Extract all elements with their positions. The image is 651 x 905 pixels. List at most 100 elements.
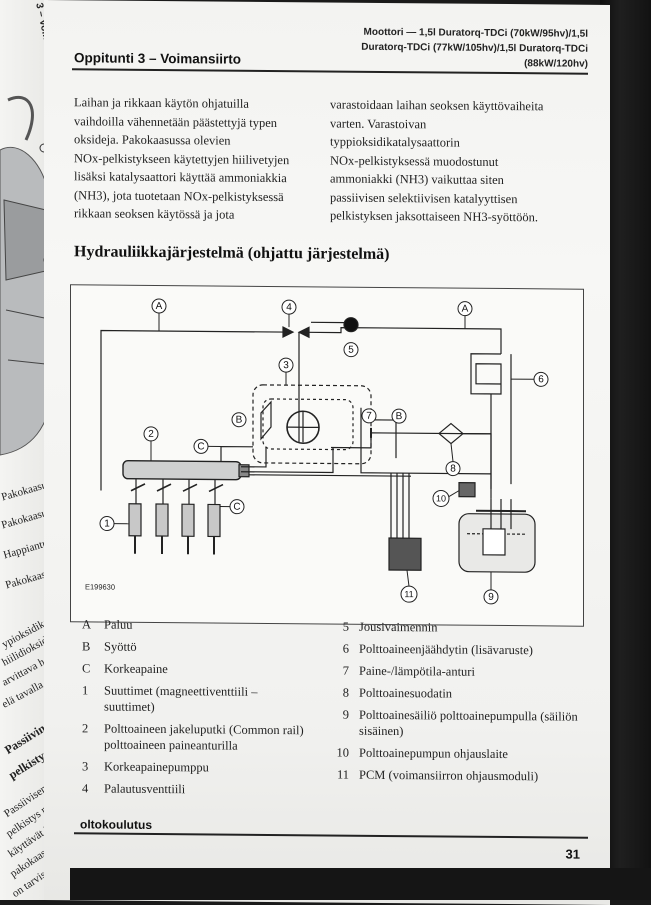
svg-text:B: B (236, 415, 243, 426)
legend-key: 11 (327, 766, 349, 782)
svg-text:A: A (462, 304, 469, 315)
injector (182, 504, 194, 536)
legend-key: B (82, 638, 104, 654)
body-line: varten. Varastoivan (330, 114, 575, 135)
svg-text:9: 9 (488, 592, 494, 603)
legend-text: Palautusventtiili (104, 781, 185, 798)
legend-text: Polttoainesuodatin (359, 685, 452, 702)
legend-text: Polttoainepumpun ohjauslaite (359, 745, 508, 762)
book-page: Moottori — 1,5l Duratorq-TDCi (70kW/95hv… (44, 0, 610, 905)
legend-text: Korkeapainepumppu (104, 759, 209, 776)
legend-text: Polttoainesäiliö polttoainepumpulla (säi… (359, 707, 587, 741)
legend-key: 10 (327, 744, 349, 760)
return-valve (283, 327, 309, 337)
body-line: NOx-pelkistyksessä muodostunut (330, 151, 575, 172)
legend-text: Polttoaineen jakeluputki (Common rail) p… (104, 721, 307, 755)
callout-A-left: A (152, 299, 166, 331)
legend-text: Suuttimet (magneettiventtiili – suuttime… (104, 683, 307, 717)
legend-key: 5 (327, 618, 349, 634)
body-line: typpioksidikatalysaattorin (330, 132, 575, 153)
legend-key: A (82, 616, 104, 632)
callout-C-bottom: C (220, 500, 244, 514)
engine-header: Moottori — 1,5l Duratorq-TDCi (70kW/95hv… (328, 24, 588, 71)
body-line: lisäksi katalysaattori käyttää ammoniakk… (74, 167, 319, 188)
svg-text:B: B (396, 411, 403, 422)
body-line: Laihan ja rikkaan käytön ohjatuilla (74, 93, 319, 114)
svg-text:2: 2 (148, 429, 154, 440)
callout-B-pump: B (232, 413, 246, 427)
page-number: 31 (566, 847, 580, 862)
injector (208, 504, 220, 536)
footer-title: oltokoulutus (80, 817, 152, 832)
body-line: ammoniakki (NH3) vaikuttaa siten (330, 169, 575, 190)
callout-C-top: C (194, 439, 221, 453)
tank-pump (483, 529, 505, 555)
svg-text:A: A (156, 301, 163, 312)
body-line: (NH3), jota tuotetaan NOx-pelkistyksessä (74, 186, 319, 207)
legend-item: 9 Polttoainesäiliö polttoainepumpulla (sä… (327, 706, 587, 740)
svg-text:11: 11 (404, 589, 413, 599)
callout-B-supply: B (392, 409, 406, 423)
injector (129, 504, 141, 536)
legend-key: 7 (327, 662, 349, 678)
svg-text:3: 3 (283, 360, 289, 371)
callout-1: 1 (100, 516, 129, 530)
legend-text: Paine-/lämpötila-anturi (359, 663, 475, 680)
legend-key: 9 (327, 706, 349, 738)
callout-7: 7 (362, 409, 376, 423)
cooler-coil (471, 354, 501, 394)
legend-text: PCM (voimansiirron ohjausmoduli) (359, 767, 538, 785)
body-line: vaihdoilla vähennetään päästettyjä typen (74, 112, 319, 133)
callout-5: 5 (344, 343, 358, 357)
legend-text: Jousivaimennin (359, 619, 437, 636)
body-column-left: Laihan ja rikkaan käytön ohjatuilla vaih… (74, 93, 319, 225)
engine-header-line: (88kW/120hv) (328, 54, 588, 71)
legend-key: 8 (327, 684, 349, 700)
callout-2: 2 (144, 427, 158, 461)
common-rail (123, 461, 241, 480)
body-line: NOx-pelkistykseen käytettyjen hiilivetyj… (74, 149, 319, 170)
background-dark-bottom (70, 868, 651, 900)
body-line: oksideja. Pakokaasussa olevien (74, 130, 319, 151)
pump-control-unit (459, 483, 475, 497)
section-title: Hydrauliikkajärjestelmä (ohjattu järjest… (74, 243, 390, 264)
legend-item: 8 Polttoainesuodatin (327, 684, 587, 702)
legend-key: C (82, 660, 104, 676)
callout-11: 11 (401, 570, 417, 602)
legend-key: 4 (82, 780, 104, 796)
callout-9: 9 (484, 572, 498, 604)
legend-key: 2 (82, 720, 104, 752)
diagram-svg: A 4 A 5 6 3 B 7 B 8 2 C C 1 10 11 9 E199… (71, 285, 583, 625)
svg-text:6: 6 (538, 374, 544, 385)
legend-text: Polttoaineenjäähdytin (lisävaruste) (359, 641, 533, 659)
callout-4: 4 (282, 300, 296, 327)
legend-text: Syöttö (104, 639, 137, 655)
svg-text:7: 7 (366, 411, 372, 422)
legend-text: Korkeapaine (104, 661, 168, 678)
legend-item: 5 Jousivaimennin (327, 618, 587, 636)
footer-rule (74, 832, 588, 838)
lesson-title: Oppitunti 3 – Voimansiirto (74, 50, 241, 66)
pcm-module (389, 538, 421, 570)
legend-key: 3 (82, 758, 104, 774)
injector (156, 504, 168, 536)
body-column-right: varastoidaan laihan seoksen käyttövaihei… (330, 95, 575, 227)
body-line: passiivisen selektiivisen katalyyttisen (330, 188, 575, 209)
svg-text:5: 5 (348, 345, 354, 356)
callout-6: 6 (511, 372, 548, 386)
engine-header-line: Duratorq-TDCi (77kW/105hv)/1,5l Duratorq… (328, 39, 588, 56)
legend-key: 1 (82, 682, 104, 714)
svg-text:10: 10 (436, 493, 446, 503)
svg-text:C: C (197, 441, 204, 452)
body-line: varastoidaan laihan seoksen käyttövaihei… (330, 95, 575, 116)
svg-text:4: 4 (286, 302, 292, 313)
